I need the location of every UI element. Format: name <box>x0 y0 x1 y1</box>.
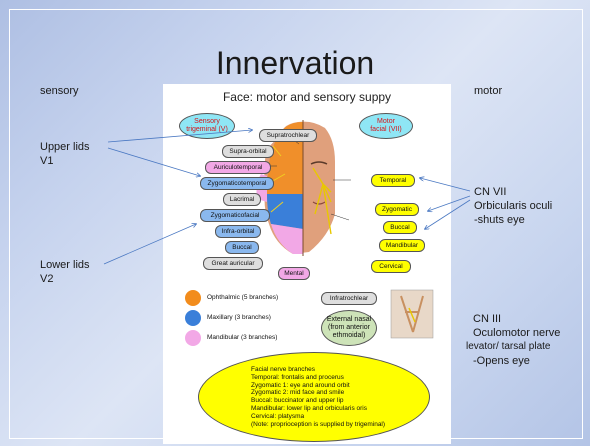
info-line: Zygomatic 1: eye and around orbit <box>251 382 385 390</box>
nerve-supra-orbital: Supra-orbital <box>222 145 274 158</box>
info-line: (Note: proprioception is supplied by tri… <box>251 421 385 429</box>
oculomotor-line: Oculomotor nerve <box>467 326 560 340</box>
external-nasal-line1: External nasal <box>327 316 371 324</box>
v1-line: V1 <box>40 154 90 168</box>
nerve-supratrochlear: Supratrochlear <box>259 129 317 142</box>
info-line: Temporal: frontalis and procerus <box>251 374 385 382</box>
cn7-line: CN VII <box>474 185 552 199</box>
nerve-buccal-motor: Buccal <box>383 221 417 234</box>
info-line: Facial nerve branches <box>251 366 385 374</box>
legend-mandibular: Mandibular (3 branches) <box>207 334 277 341</box>
cn7-label: CN VII Orbicularis oculi -shuts eye <box>474 185 552 227</box>
legend-maxillary-swatch <box>185 310 201 326</box>
nerve-zygomaticofacial: Zygomaticofacial <box>200 209 270 222</box>
slide-title: Innervation <box>0 45 590 82</box>
nerve-cervical: Cervical <box>371 260 411 273</box>
nerve-great-auricular: Great auricular <box>203 257 263 270</box>
shuts-eye-line: -shuts eye <box>474 213 552 227</box>
nerve-zygomaticotemporal: Zygomaticotemporal <box>200 177 274 190</box>
nerve-zygomatic: Zygomatic <box>375 203 419 216</box>
legend-mandibular-swatch <box>185 330 201 346</box>
info-line: Zygomatic 2: mid face and smile <box>251 389 385 397</box>
upper-lids-label: Upper lids V1 <box>40 140 90 168</box>
lower-lids-label: Lower lids V2 <box>40 258 90 286</box>
legend-ophthalmic: Ophthalmic (5 branches) <box>207 294 278 301</box>
info-line: Mandibular: lower lip and orbicularis or… <box>251 405 385 413</box>
lower-lids-line: Lower lids <box>40 258 90 272</box>
orbicularis-line: Orbicularis oculi <box>474 199 552 213</box>
sensory-heading: sensory <box>40 84 79 98</box>
legend-ophthalmic-swatch <box>185 290 201 306</box>
cn3-label: CN III Oculomotor nerve levator/ tarsal … <box>467 312 560 368</box>
nerve-temporal: Temporal <box>371 174 415 187</box>
external-nasal-line2: (from anterior <box>327 324 371 332</box>
cn3-line: CN III <box>467 312 560 326</box>
external-nasal-line3: ethmoidal) <box>327 332 371 340</box>
nerve-infratrochlear: Infratrochlear <box>321 292 377 305</box>
info-line: Buccal: buccinator and upper lip <box>251 397 385 405</box>
v2-line: V2 <box>40 272 90 286</box>
info-line: Cervical: platysma <box>251 413 385 421</box>
nerve-infra-orbital: Infra-orbital <box>215 225 261 238</box>
nerve-auriculotemporal: Auriculotemporal <box>205 161 271 174</box>
facial-branches-info: Facial nerve branches Temporal: frontali… <box>198 352 430 442</box>
motor-heading: motor <box>474 84 502 98</box>
upper-lids-line: Upper lids <box>40 140 90 154</box>
opens-eye-line: -Opens eye <box>467 354 560 368</box>
levator-line: levator/ tarsal plate <box>466 340 560 354</box>
legend-maxillary: Maxillary (3 branches) <box>207 314 271 321</box>
nerve-mental: Mental <box>278 267 310 280</box>
nerve-lacrimal: Lacrimal <box>223 193 261 206</box>
nerve-mandibular: Mandibular <box>379 239 425 252</box>
nerve-buccal-sensory: Buccal <box>225 241 259 254</box>
